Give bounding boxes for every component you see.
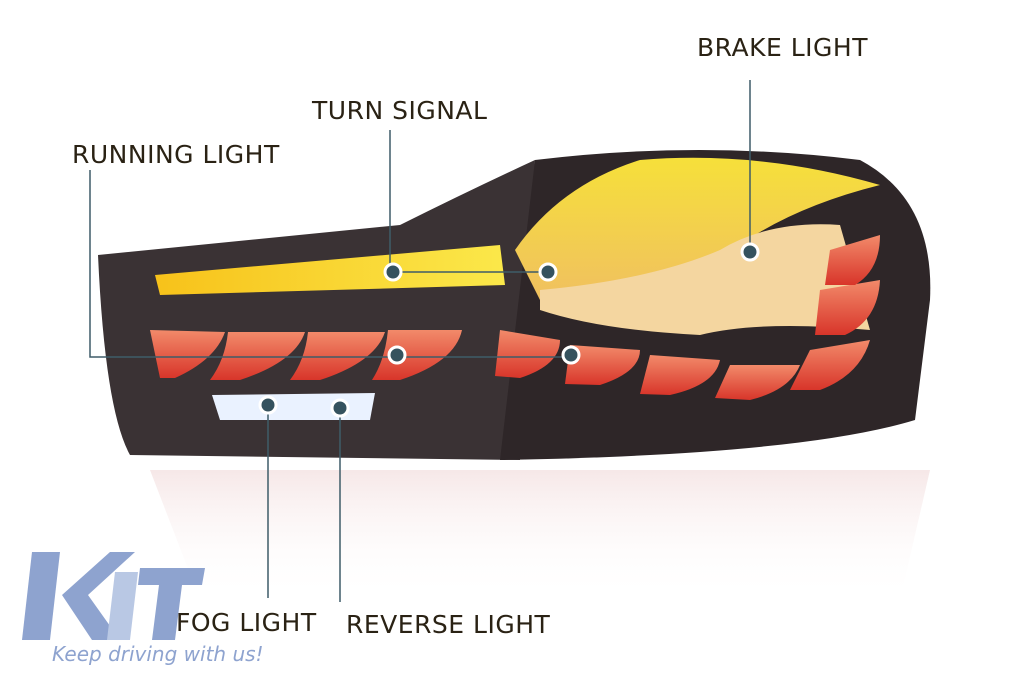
turn-signal-dot-inner <box>538 262 558 282</box>
reverse-light-dot <box>330 398 350 418</box>
fog-light-dot <box>258 395 278 415</box>
outer-lamp-housing <box>98 160 535 460</box>
logo-tagline: Keep driving with us! <box>52 642 264 666</box>
brake-light-label: BRAKE LIGHT <box>697 33 868 62</box>
brake-glow <box>540 224 870 335</box>
kitt-logo <box>22 552 205 640</box>
running-light-dot-inner <box>561 345 581 365</box>
fog-light-label: FOG LIGHT <box>176 608 317 637</box>
turn-signal-dot-outer <box>383 262 403 282</box>
reverse-light-label: REVERSE LIGHT <box>346 610 551 639</box>
turn-signal-label: TURN SIGNAL <box>312 96 488 125</box>
running-light-fins <box>150 235 880 400</box>
callout-dots <box>258 242 760 418</box>
brake-lit-area <box>515 157 880 300</box>
running-light-label: RUNNING LIGHT <box>72 140 280 169</box>
running-light-dot-outer <box>387 345 407 365</box>
fog-reverse-lens <box>212 393 375 420</box>
turn-signal-strip <box>155 245 505 295</box>
brake-light-dot <box>740 242 760 262</box>
reflection <box>150 470 930 600</box>
